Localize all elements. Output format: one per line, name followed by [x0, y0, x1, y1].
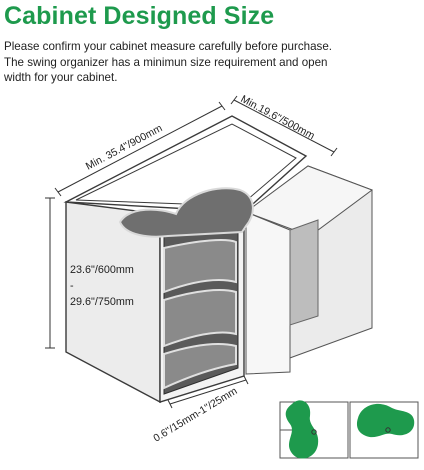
height-min-label: 23.6"/600mm [70, 264, 134, 276]
adjacent-cabinet [244, 165, 374, 375]
description-line-3: width for your cabinet. [4, 71, 118, 84]
swing-illustration-closed [349, 401, 419, 459]
page-title: Cabinet Designed Size [4, 2, 275, 30]
description-text: Please confirm your cabinet measure care… [4, 39, 420, 86]
height-dimension [45, 197, 55, 349]
height-max-label: 29.6"/750mm [70, 296, 134, 308]
swing-organizer-shelves [118, 187, 254, 390]
height-separator: - [70, 280, 74, 292]
description-line-2: The swing organizer has a minimun size r… [4, 55, 328, 69]
description-line-1: Please confirm your cabinet measure care… [4, 40, 333, 53]
swing-illustration-open [279, 400, 349, 459]
